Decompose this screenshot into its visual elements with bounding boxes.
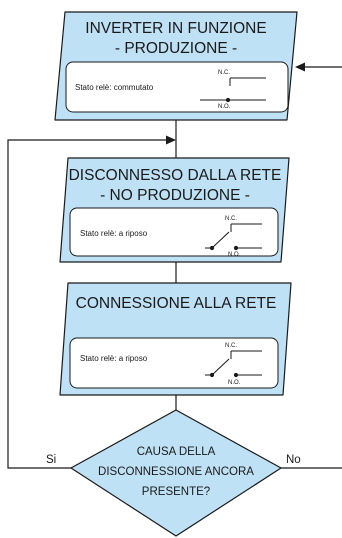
box3-nc-label: N.C. bbox=[225, 343, 237, 349]
box3-relay-symbol bbox=[205, 350, 262, 378]
process-box-reconnection: CONNESSIONE ALLA RETE Stato relè: a ripo… bbox=[59, 282, 292, 396]
box2-relay-symbol bbox=[205, 223, 262, 251]
box2-title-line2: - NO PRODUZIONE - bbox=[100, 187, 250, 204]
connectors bbox=[7, 66, 342, 469]
arrowheads bbox=[166, 62, 305, 145]
box1-title-line1: INVERTER IN FUNZIONE bbox=[85, 20, 266, 37]
decision-line3: PRESENTE? bbox=[142, 486, 210, 498]
loop-arrowhead bbox=[166, 135, 176, 145]
decision-line2: DISCONNESSIONE ANCORA bbox=[98, 466, 254, 478]
box1-title-line2: - PRODUZIONE - bbox=[115, 40, 237, 57]
decision-line1: CAUSA DELLA bbox=[137, 446, 216, 458]
box2-relay-status: Stato relè: a riposo bbox=[80, 229, 148, 238]
box2-title-line1: DISCONNESSO DALLA RETE bbox=[69, 167, 282, 184]
process-box-disconnected: DISCONNESSO DALLA RETE - NO PRODUZIONE -… bbox=[59, 157, 290, 263]
box3-title-line1: CONNESSIONE ALLA RETE bbox=[76, 295, 277, 312]
box2-relay-panel bbox=[69, 207, 279, 257]
box2-nc-label: N.C. bbox=[225, 216, 237, 222]
box3-no-label: N.O. bbox=[228, 380, 241, 386]
box1-no-label: N.O. bbox=[218, 104, 231, 110]
process-box-inverter-running: INVERTER IN FUNZIONE - PRODUZIONE - Stat… bbox=[54, 11, 298, 121]
box2-no-label: N.O. bbox=[228, 252, 241, 258]
box1-nc-label: N.C. bbox=[218, 70, 230, 76]
input-arrowhead bbox=[295, 62, 305, 72]
box1-relay-status: Stato relè: commutato bbox=[75, 83, 154, 92]
decision-yes-label: Si bbox=[46, 454, 56, 466]
box3-relay-panel bbox=[69, 337, 279, 389]
box3-relay-status: Stato relè: a riposo bbox=[80, 354, 148, 363]
decision-no-label: No bbox=[286, 454, 301, 466]
decision-shape bbox=[70, 409, 282, 537]
loop-back-line bbox=[7, 139, 166, 469]
box1-relay-symbol bbox=[200, 77, 266, 103]
decision-disconnection-cause: CAUSA DELLA DISCONNESSIONE ANCORA PRESEN… bbox=[70, 409, 282, 537]
